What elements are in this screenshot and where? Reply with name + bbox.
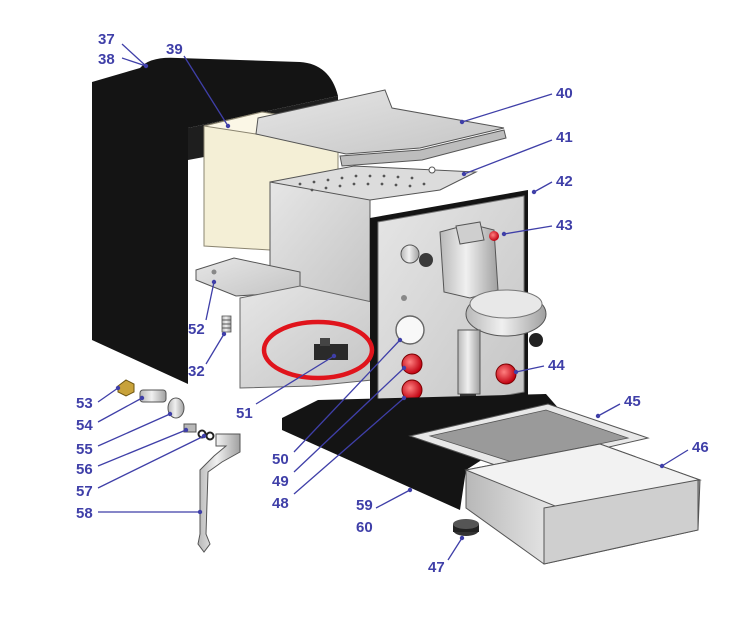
leader-37 — [121, 43, 147, 67]
lamp-49 — [401, 353, 423, 375]
callout-42: 42 — [556, 173, 573, 190]
leader-53 — [97, 387, 119, 403]
group-head — [400, 221, 547, 406]
arrowheads — [115, 63, 665, 541]
leader-50 — [293, 339, 401, 453]
top-cover-plate — [255, 89, 507, 167]
drip-tray-grid — [408, 403, 650, 471]
leader-56 — [97, 429, 187, 467]
red-knob — [489, 231, 499, 241]
fitting-54 — [139, 389, 167, 403]
spring-56 — [183, 423, 197, 433]
lamp-44 — [495, 363, 517, 385]
leader-47 — [447, 537, 463, 561]
callout-60: 60 — [356, 519, 373, 536]
callout-58: 58 — [76, 505, 93, 522]
callout-57: 57 — [76, 483, 93, 500]
micro-switch — [314, 344, 348, 360]
callout-53: 53 — [76, 395, 93, 412]
callout-49: 49 — [272, 473, 289, 490]
leader-44 — [515, 365, 545, 373]
callout-51: 51 — [236, 405, 253, 422]
callout-32: 32 — [188, 363, 205, 380]
leader-32 — [205, 333, 225, 365]
callout-46: 46 — [692, 439, 709, 456]
leader-48 — [293, 397, 405, 495]
oring-57b — [205, 431, 215, 441]
callout-37: 37 — [98, 31, 115, 48]
callout-44: 44 — [548, 357, 565, 374]
rubber-foot — [453, 519, 479, 536]
leader-38 — [121, 57, 147, 67]
callout-labels: 37 38 39 40 41 42 43 44 45 46 47 48 49 5… — [76, 31, 709, 576]
steam-pipe-fittings — [117, 379, 241, 553]
leader-59 — [375, 489, 411, 509]
callout-41: 41 — [556, 129, 573, 146]
leader-46 — [661, 449, 689, 467]
callout-47: 47 — [428, 559, 445, 576]
callout-54: 54 — [76, 417, 93, 434]
callout-45: 45 — [624, 393, 641, 410]
leader-43 — [503, 225, 553, 235]
leader-52 — [205, 281, 215, 321]
spring — [221, 315, 232, 333]
leader-57 — [97, 435, 205, 489]
indicator-lamps — [401, 353, 517, 401]
callout-52: 52 — [188, 321, 205, 338]
callout-43: 43 — [556, 217, 573, 234]
leader-45 — [597, 403, 621, 417]
leader-49 — [293, 367, 405, 473]
leader-54 — [97, 397, 143, 423]
highlight-ellipse — [261, 319, 375, 381]
leader-lines — [97, 43, 689, 561]
callout-40: 40 — [556, 85, 573, 102]
nut-55 — [167, 397, 185, 419]
callout-39: 39 — [166, 41, 183, 58]
drip-tray-drawer — [464, 443, 702, 565]
pressure-gauge-hole — [395, 315, 425, 345]
callout-50: 50 — [272, 451, 289, 468]
leader-42 — [533, 181, 553, 193]
leader-39 — [183, 55, 229, 127]
steam-valve — [400, 244, 433, 267]
callout-59: 59 — [356, 497, 373, 514]
switch-bracket — [239, 285, 373, 389]
leader-41 — [463, 139, 553, 175]
leader-51 — [255, 355, 335, 405]
leader-55 — [97, 413, 171, 447]
callout-48: 48 — [272, 495, 289, 512]
callout-38: 38 — [98, 51, 115, 68]
callout-56: 56 — [76, 461, 93, 478]
leader-40 — [461, 93, 553, 123]
steam-wand-58 — [197, 433, 241, 553]
nut-53 — [117, 379, 135, 397]
callout-55: 55 — [76, 441, 93, 458]
perforation-holes — [298, 166, 436, 192]
